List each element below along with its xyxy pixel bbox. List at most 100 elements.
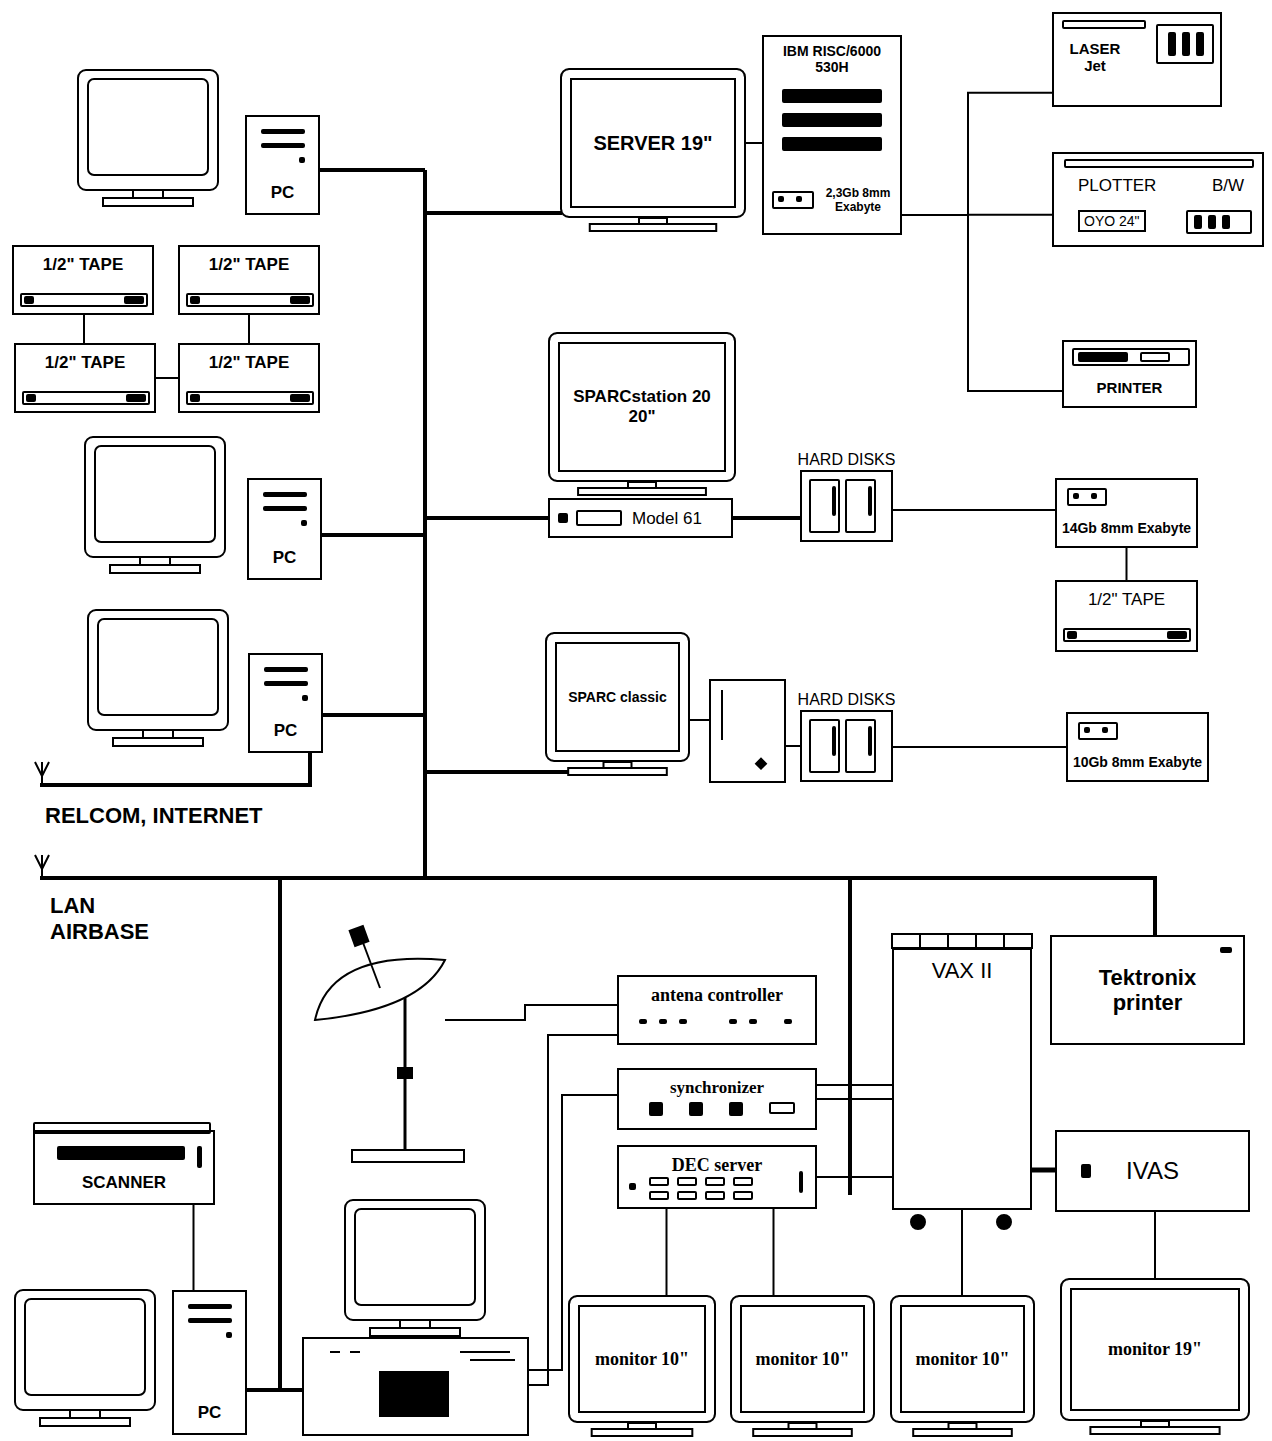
cable <box>817 1098 892 1100</box>
device-detail <box>124 296 144 304</box>
device-detail <box>659 1019 667 1024</box>
device-detail <box>782 89 882 103</box>
monitor-stand <box>568 762 667 775</box>
cable <box>746 142 762 144</box>
printer: PRINTER <box>1062 340 1197 408</box>
device-detail <box>33 1122 211 1134</box>
node-label: 1/2" TAPE <box>1088 590 1165 610</box>
pc-tower: PC <box>245 115 320 215</box>
cable <box>893 509 1055 511</box>
node-label: 1/2" TAPE <box>209 353 290 373</box>
ibm-server: IBM RISC/6000 530H 2,3Gb 8mm Exabyte <box>762 35 902 235</box>
device-detail <box>733 1191 753 1200</box>
device-detail <box>57 1146 185 1160</box>
device-detail <box>868 486 872 516</box>
device-detail <box>649 1191 669 1200</box>
synchronizer: synchronizer <box>617 1068 817 1130</box>
sparc-tower <box>710 680 785 782</box>
monitor-stand <box>753 1423 852 1436</box>
node-label: OYO 24" <box>1078 210 1146 232</box>
scanner: SCANNER <box>33 1130 215 1205</box>
device-detail <box>689 1102 703 1116</box>
node-label: SERVER 19" <box>593 132 712 155</box>
device-detail <box>733 1177 753 1186</box>
node-label: monitor 10" <box>755 1349 849 1370</box>
node-label: monitor 10" <box>915 1349 1009 1370</box>
cable <box>1154 1212 1156 1278</box>
device-detail <box>1081 1164 1091 1178</box>
node-label: monitor 10" <box>595 1349 689 1370</box>
node-label: 1/2" TAPE <box>45 353 126 373</box>
tape-drive: 1/2" TAPE <box>178 343 320 413</box>
device-detail <box>705 1177 725 1186</box>
device-detail <box>677 1177 697 1186</box>
device-detail <box>126 394 146 402</box>
network-label: RELCOM, INTERNET <box>45 803 345 829</box>
cable <box>156 377 178 379</box>
workstation <box>303 1338 528 1435</box>
vax-computer: VAX II <box>892 948 1032 1210</box>
node-label: PLOTTER <box>1078 176 1156 196</box>
device-detail <box>1102 727 1108 733</box>
node-label: LASER Jet <box>1064 40 1126 75</box>
model-61-base: Model 61 <box>548 498 733 538</box>
monitor: monitor 10" <box>890 1295 1035 1423</box>
cable <box>193 1205 195 1290</box>
node-label: Tektronix printer <box>1074 965 1221 1016</box>
node-label: PC <box>274 721 298 741</box>
node-label: IBM RISC/6000 530H <box>769 43 895 75</box>
device-detail <box>868 726 872 756</box>
device-detail <box>1167 631 1187 639</box>
device-detail <box>784 1019 792 1024</box>
node-label: 2,3Gb 8mm Exabyte <box>818 187 898 215</box>
device-detail <box>832 726 836 756</box>
device-detail <box>188 1318 232 1323</box>
cable <box>666 1209 668 1295</box>
cable <box>902 215 1062 391</box>
monitor: SPARC classic <box>545 632 690 762</box>
node-label: PC <box>271 183 295 203</box>
wire <box>445 720 894 1385</box>
monitor-stand <box>590 218 716 231</box>
device-detail <box>782 113 882 127</box>
node-label: monitor 19" <box>1108 1339 1202 1360</box>
cable <box>83 315 85 343</box>
device-detail <box>1140 352 1170 362</box>
exabyte-drive: 14Gb 8mm Exabyte <box>1055 478 1198 548</box>
dec-server: DEC server <box>617 1145 817 1209</box>
device-detail <box>778 196 784 202</box>
device-detail <box>264 667 308 672</box>
node-label: Model 61 <box>632 509 702 529</box>
laser-printer: LASER Jet <box>1052 12 1222 107</box>
monitor-stand <box>913 1423 1012 1436</box>
device-detail <box>1194 215 1202 229</box>
network-label: LAN AIRBASE <box>50 893 175 946</box>
device-detail <box>1168 32 1176 56</box>
tape-drive: 1/2" TAPE <box>178 245 320 315</box>
device-detail <box>1062 20 1146 29</box>
device-detail <box>1073 493 1079 499</box>
node-label: VAX II <box>932 958 993 983</box>
device-detail <box>290 296 310 304</box>
device-detail <box>832 486 836 516</box>
node-label: 1/2" TAPE <box>209 255 290 275</box>
ivas-unit: IVAS <box>1055 1130 1250 1212</box>
device-detail <box>705 1191 725 1200</box>
monitor: SPARCstation 20 20" <box>548 332 736 482</box>
device-detail <box>190 394 200 402</box>
node-label: SCANNER <box>82 1173 166 1193</box>
cable <box>817 1176 892 1178</box>
cable <box>733 516 800 520</box>
device-detail <box>1208 215 1216 229</box>
device-detail <box>301 520 307 526</box>
vax-grille <box>892 934 1032 1229</box>
exabyte-drive: 10Gb 8mm Exabyte <box>1066 712 1209 782</box>
device-detail <box>769 1102 795 1114</box>
monitor-stand <box>592 1423 693 1436</box>
device-detail <box>649 1177 669 1186</box>
pc-monitor <box>15 70 485 1426</box>
node-heading: HARD DISKS <box>796 451 897 469</box>
monitor: monitor 10" <box>568 1295 716 1423</box>
tape-drive: 1/2" TAPE <box>1055 580 1198 652</box>
